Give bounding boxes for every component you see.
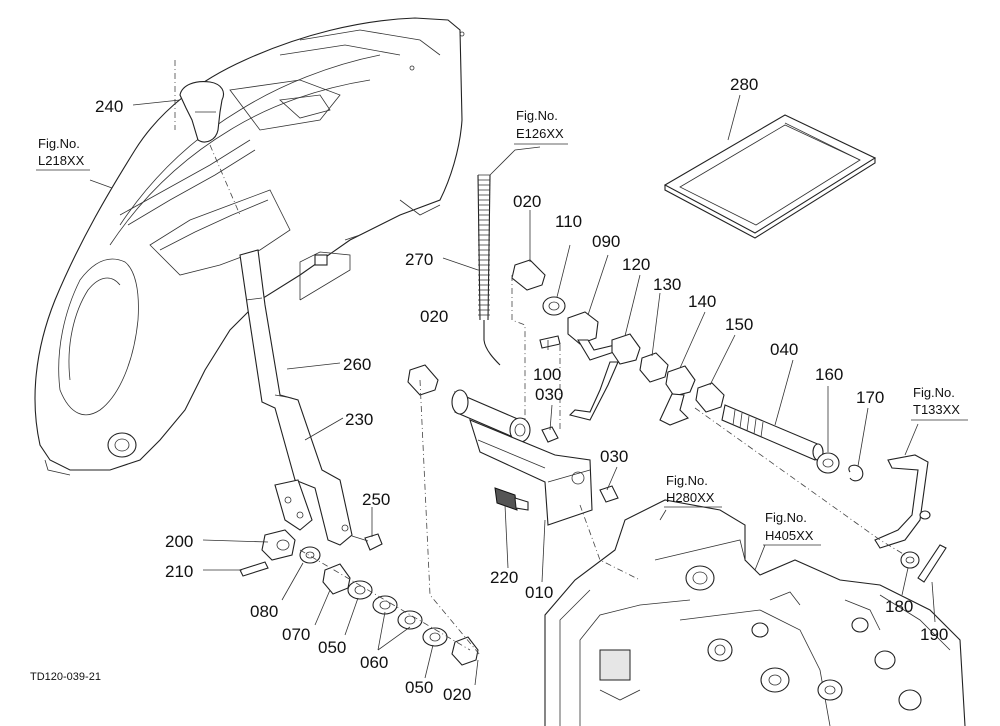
part-280-manual xyxy=(663,114,877,239)
part-270-cable xyxy=(477,174,501,366)
svg-text:Fig.No.: Fig.No. xyxy=(765,510,807,525)
callout-130: 130 xyxy=(653,275,681,294)
callout-020-upper: 020 xyxy=(513,192,541,211)
callout-110: 110 xyxy=(555,212,582,231)
callout-280: 280 xyxy=(730,75,758,94)
callout-220: 220 xyxy=(490,568,518,587)
svg-text:Fig.No.: Fig.No. xyxy=(38,136,80,151)
callout-010: 010 xyxy=(525,583,553,602)
part-160-washer xyxy=(816,452,840,474)
callout-020-lower: 020 xyxy=(443,685,471,704)
callout-270: 270 xyxy=(405,250,433,269)
part-040-shaft xyxy=(721,404,824,461)
callout-070: 070 xyxy=(282,625,310,644)
part-240-lever-grip xyxy=(179,81,241,216)
fig-ref-e126[interactable]: Fig.No. E126XX xyxy=(514,108,568,145)
callout-030-lower: 030 xyxy=(600,447,628,466)
part-220-bolt xyxy=(494,487,529,511)
drawing-code: TD120-039-21 xyxy=(30,671,101,683)
fig-ref-h280[interactable]: Fig.No. H280XX xyxy=(664,473,722,508)
callout-030-upper: 030 xyxy=(535,385,563,404)
part-260-230-lever xyxy=(239,249,353,546)
callout-080: 080 xyxy=(250,602,278,621)
callout-060: 060 xyxy=(360,653,388,672)
callout-240: 240 xyxy=(95,97,123,116)
callout-120: 120 xyxy=(622,255,650,274)
svg-text:L218XX: L218XX xyxy=(38,153,85,168)
part-120-lever-arm xyxy=(568,333,641,421)
callout-050-upper: 050 xyxy=(318,638,346,657)
svg-text:Fig.No.: Fig.No. xyxy=(913,385,955,400)
link-t133 xyxy=(874,454,931,549)
hydraulic-housing xyxy=(544,499,966,726)
fig-ref-t133[interactable]: Fig.No. T133XX xyxy=(911,385,968,421)
callout-230: 230 xyxy=(345,410,373,429)
part-140-lever-arm xyxy=(659,365,696,426)
callout-100: 100 xyxy=(533,365,561,384)
callout-090: 090 xyxy=(592,232,620,251)
fig-ref-l218[interactable]: Fig.No. L218XX xyxy=(36,136,90,171)
part-190-cotter-pin xyxy=(917,544,947,583)
part-010-bracket xyxy=(451,389,593,526)
svg-text:Fig.No.: Fig.No. xyxy=(516,108,558,123)
part-090-arm xyxy=(567,311,622,361)
leader-lines xyxy=(89,94,936,686)
callout-170: 170 xyxy=(856,388,884,407)
callout-250: 250 xyxy=(362,490,390,509)
callout-160: 160 xyxy=(815,365,843,384)
part-200-block xyxy=(261,529,296,561)
part-180-washer xyxy=(900,551,920,569)
callout-180: 180 xyxy=(885,597,913,616)
callout-020-left: 020 xyxy=(420,307,448,326)
part-020-left-bushing xyxy=(407,364,439,396)
part-030-spacer xyxy=(541,426,619,503)
svg-text:T133XX: T133XX xyxy=(913,402,960,417)
fig-ref-h405[interactable]: Fig.No. H405XX xyxy=(763,510,821,546)
callout-190: 190 xyxy=(920,625,948,644)
part-020-upper-bushing xyxy=(511,259,546,291)
part-210-pin xyxy=(239,561,269,577)
callout-labels: 240 260 230 250 200 210 080 070 050 060 … xyxy=(95,75,948,704)
callout-140: 140 xyxy=(688,292,716,311)
part-100-pin xyxy=(539,335,561,349)
part-250-bolt xyxy=(351,533,383,551)
svg-text:H405XX: H405XX xyxy=(765,528,814,543)
callout-260: 260 xyxy=(343,355,371,374)
callout-050-lower: 050 xyxy=(405,678,433,697)
part-170-clip xyxy=(848,464,864,482)
part-150-bushing xyxy=(695,382,725,413)
washer-stack-lower xyxy=(299,546,479,666)
svg-text:E126XX: E126XX xyxy=(516,126,564,141)
callout-150: 150 xyxy=(725,315,753,334)
svg-text:H280XX: H280XX xyxy=(666,490,715,505)
figure-references: Fig.No. L218XX Fig.No. E126XX Fig.No. H2… xyxy=(36,108,968,546)
part-130-bushing xyxy=(639,352,669,383)
fender-housing xyxy=(34,17,465,476)
callout-210: 210 xyxy=(165,562,193,581)
alignment-lines xyxy=(299,275,906,656)
svg-text:Fig.No.: Fig.No. xyxy=(666,473,708,488)
part-110-washer xyxy=(542,296,566,316)
callout-040: 040 xyxy=(770,340,798,359)
callout-200: 200 xyxy=(165,532,193,551)
